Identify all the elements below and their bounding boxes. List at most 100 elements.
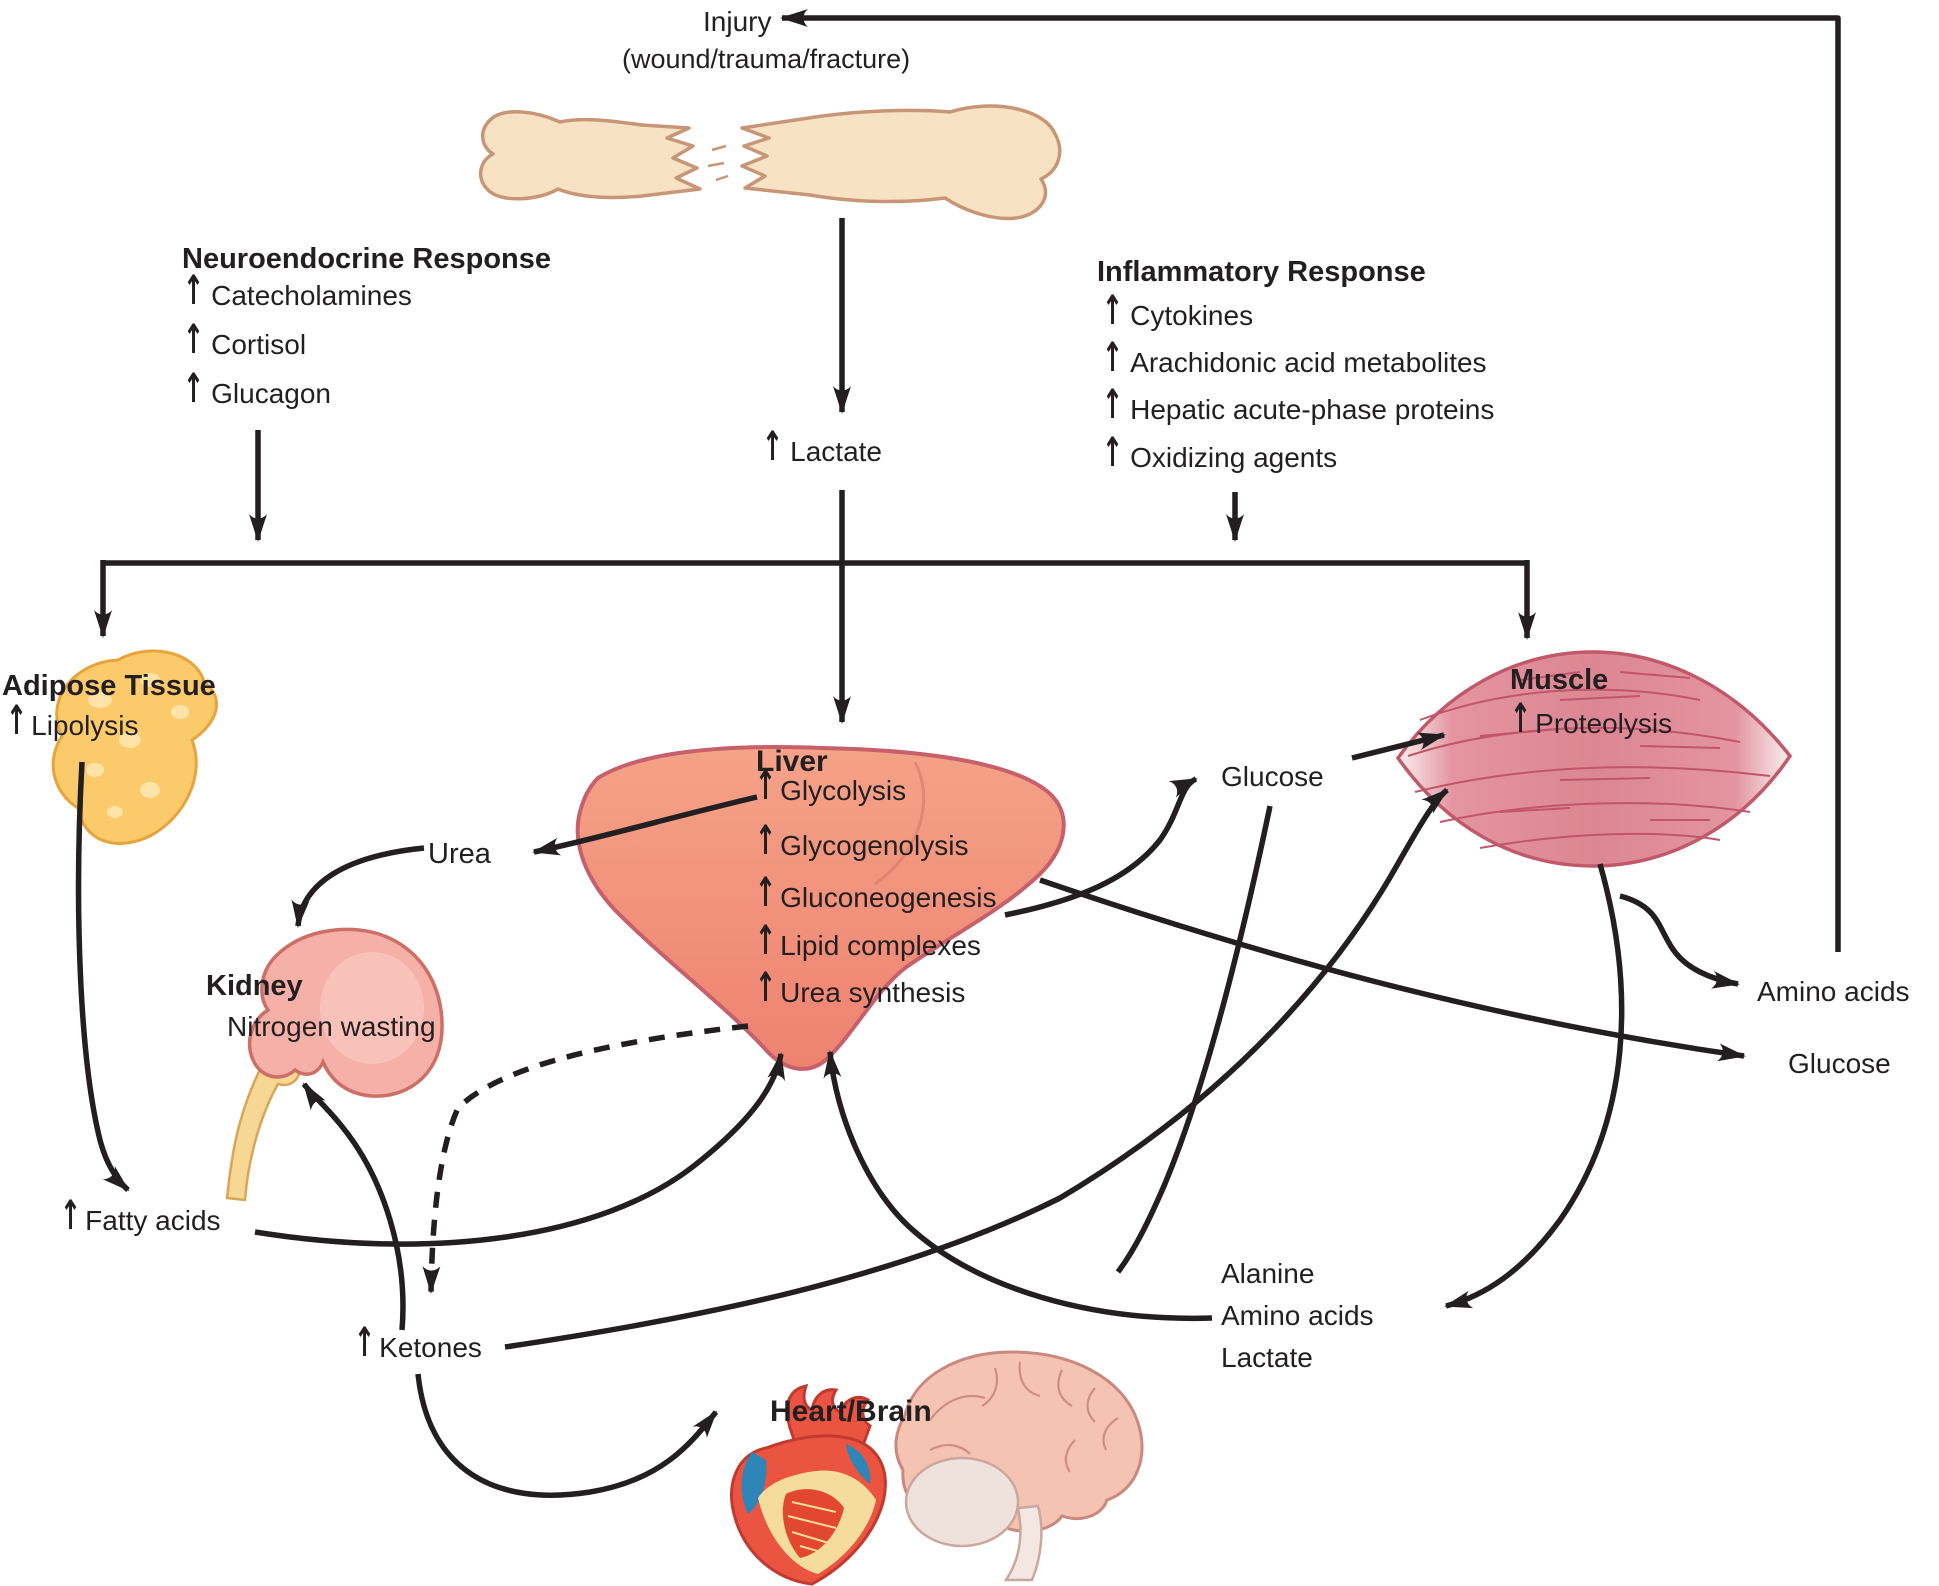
up-arrow-icon: ↑ <box>754 869 777 917</box>
inflam-item-cytokines: ↑ Cytokines <box>1100 291 1254 332</box>
liver-illustration <box>575 745 1066 1071</box>
glucose-right-label: Glucose <box>1788 1048 1891 1079</box>
brain-gyri <box>929 1361 1119 1473</box>
ketones-label: ↑ Ketones <box>352 1323 482 1364</box>
brain-pons <box>904 1456 1020 1548</box>
up-arrow-icon: ↑ <box>353 1319 376 1367</box>
liver-item-label: Urea synthesis <box>780 977 966 1008</box>
up-arrow-icon: ↑ <box>1509 695 1532 743</box>
up-arrow-icon: ↑ <box>754 964 777 1012</box>
arrow-ketones-to-heartbrain <box>415 1373 719 1498</box>
arrow-liver-to-glucose-right <box>1039 877 1746 1062</box>
up-arrow-icon: ↑ <box>5 697 28 745</box>
injury-subtitle: (wound/trauma/fracture) <box>622 44 911 74</box>
muscle-illustration <box>1395 650 1793 868</box>
amino-acids-right-label: Amino acids <box>1757 976 1910 1007</box>
heart-blue-patch-right <box>846 1444 871 1484</box>
heart-illustration <box>730 1383 887 1586</box>
arrow-adipose-to-fattyacids <box>75 761 130 1193</box>
bone-left-fragment <box>478 110 702 201</box>
lactate-label: ↑ Lactate <box>760 427 882 468</box>
up-arrow-icon: ↑ <box>1101 287 1124 335</box>
liver-lobe-line <box>874 761 926 886</box>
lipolysis-text: Lipolysis <box>31 710 139 741</box>
lipolysis-label: ↑ Lipolysis <box>4 701 139 742</box>
connector-lines <box>75 8 1841 1498</box>
arrow-glucose-to-muscle <box>1351 732 1446 761</box>
liver-item-label: Gluconeogenesis <box>780 882 997 913</box>
arrow-liver-to-ketones-dashed <box>422 1023 749 1294</box>
neuro-item-cortisol: ↑ Cortisol <box>181 320 307 361</box>
neuro-item-label: Catecholamines <box>211 280 412 311</box>
heart-myocardium-patch <box>782 1489 844 1558</box>
neuroendocrine-title: Neuroendocrine Response <box>182 243 552 275</box>
arrow-liver-to-urea <box>532 794 758 856</box>
liver-item-gluconeogenesis: ↑ Gluconeogenesis <box>753 873 997 914</box>
inflam-item-label: Oxidizing agents <box>1130 442 1338 473</box>
inflam-item-acutephase: ↑ Hepatic acute-phase proteins <box>1100 385 1495 426</box>
neuro-item-glucagon: ↑ Glucagon <box>181 369 332 410</box>
nitrogen-wasting-label: Nitrogen wasting <box>227 1011 436 1042</box>
proteolysis-label: ↑ Proteolysis <box>1508 699 1673 740</box>
liver-shape <box>575 745 1066 1071</box>
proteolysis-text: Proteolysis <box>1535 708 1673 739</box>
urea-label: Urea <box>428 838 491 870</box>
heart-brain-title: Heart/Brain <box>770 1395 932 1428</box>
up-arrow-icon: ↑ <box>754 762 777 810</box>
heart-vessels <box>785 1383 872 1452</box>
broken-bone-illustration <box>478 104 1062 221</box>
inflam-item-label: Cytokines <box>1130 300 1254 331</box>
adipose-title: Adipose Tissue <box>2 670 216 702</box>
glucose-center-label: Glucose <box>1221 761 1324 792</box>
ketones-text: Ketones <box>379 1332 482 1363</box>
arrow-liver-to-glucose-center <box>1004 776 1198 918</box>
neuro-item-catecholamines: ↑ Catecholamines <box>181 271 412 312</box>
lactate-text: Lactate <box>790 436 882 467</box>
substrate-alanine: Alanine <box>1221 1258 1315 1289</box>
up-arrow-icon: ↑ <box>1101 381 1124 429</box>
neuro-item-label: Cortisol <box>211 329 307 360</box>
brain-illustration <box>894 1350 1144 1582</box>
liver-item-label: Glycolysis <box>780 775 907 806</box>
arrow-ketones-to-kidney <box>301 1082 406 1331</box>
kidney-illustration <box>225 927 444 1202</box>
arrow-muscle-to-aminoacids <box>1619 893 1740 989</box>
injury-title: Injury <box>703 6 772 37</box>
inflam-item-label: Arachidonic acid metabolites <box>1130 347 1487 378</box>
liver-item-lipidcomplexes: ↑ Lipid complexes <box>753 921 981 962</box>
liver-item-label: Glycogenolysis <box>780 830 969 861</box>
arrow-substrates-to-liver <box>823 1050 1213 1322</box>
kidney-title: Kidney <box>206 970 303 1002</box>
arrow-ketones-to-muscle <box>504 787 1449 1350</box>
bone-break-detail <box>707 144 729 182</box>
neuro-item-label: Glucagon <box>211 378 332 409</box>
liver-item-glycogenolysis: ↑ Glycogenolysis <box>753 821 969 862</box>
liver-item-label: Lipid complexes <box>780 930 981 961</box>
arrow-muscle-to-substrates <box>1444 863 1625 1309</box>
liver-title: Liver <box>756 745 828 778</box>
up-arrow-icon: ↑ <box>761 423 784 471</box>
arrow-urea-to-kidney <box>291 845 425 928</box>
liver-item-glycolysis: ↑ Glycolysis <box>753 766 907 807</box>
substrate-lactate: Lactate <box>1221 1342 1313 1373</box>
up-arrow-icon: ↑ <box>1101 334 1124 382</box>
heart-striations <box>787 1501 837 1555</box>
inflam-item-oxidizing: ↑ Oxidizing agents <box>1100 433 1338 474</box>
brain-stem <box>1003 1504 1043 1582</box>
up-arrow-icon: ↑ <box>754 817 777 865</box>
arrow-fattyacids-to-liver <box>254 1052 786 1247</box>
up-arrow-icon: ↑ <box>182 316 205 364</box>
fatty-acids-label: ↑ Fatty acids <box>58 1196 221 1237</box>
line-glucose-down-to-substrate-loop <box>1115 805 1273 1274</box>
heart-blue-patch-left <box>741 1452 767 1514</box>
arrow-aminoacids-to-injury <box>780 8 1841 952</box>
inflammatory-title: Inflammatory Response <box>1097 256 1426 288</box>
bone-right-fragment <box>740 104 1062 221</box>
kidney-highlight <box>320 952 424 1064</box>
substrate-amino-acids: Amino acids <box>1221 1300 1374 1331</box>
up-arrow-icon: ↑ <box>182 267 205 315</box>
inflam-item-label: Hepatic acute-phase proteins <box>1130 394 1495 425</box>
adipose-spots <box>86 673 189 818</box>
